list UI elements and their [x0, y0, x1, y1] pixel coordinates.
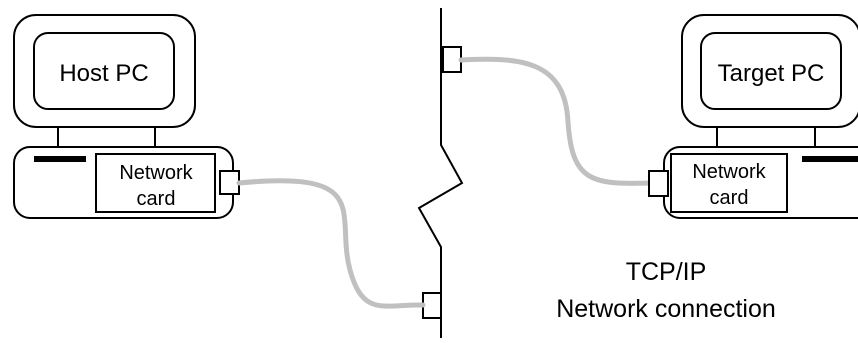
backbone-port-bottom — [422, 292, 442, 319]
target-cable — [458, 56, 652, 186]
host-screen — [33, 32, 175, 110]
host-drive-slot — [34, 156, 86, 162]
network-backbone — [417, 8, 464, 338]
host-card-port — [219, 170, 240, 195]
target-card-label-line1: Network — [692, 161, 766, 183]
host-card-label-line1: Network — [119, 162, 193, 184]
host-network-card — [95, 153, 216, 213]
host-cable — [236, 178, 426, 309]
target-card-label-line2: card — [710, 187, 749, 209]
host-monitor-stand — [57, 126, 156, 148]
target-pc: Target PC Network card — [648, 14, 858, 219]
target-drive-slot — [802, 156, 858, 162]
host-card-label-line2: card — [137, 188, 176, 210]
target-card-port — [648, 170, 669, 197]
target-screen — [700, 32, 842, 110]
host-pc: Host PC Network card — [13, 14, 240, 219]
host-screen-label: Host PC — [59, 60, 148, 87]
network-label-line1: TCP/IP — [626, 258, 707, 286]
backbone-port-top — [442, 46, 462, 73]
target-network-card — [670, 153, 788, 213]
target-monitor-stand — [716, 126, 816, 148]
network-label-line2: Network connection — [556, 295, 776, 323]
target-screen-label: Target PC — [718, 60, 825, 87]
